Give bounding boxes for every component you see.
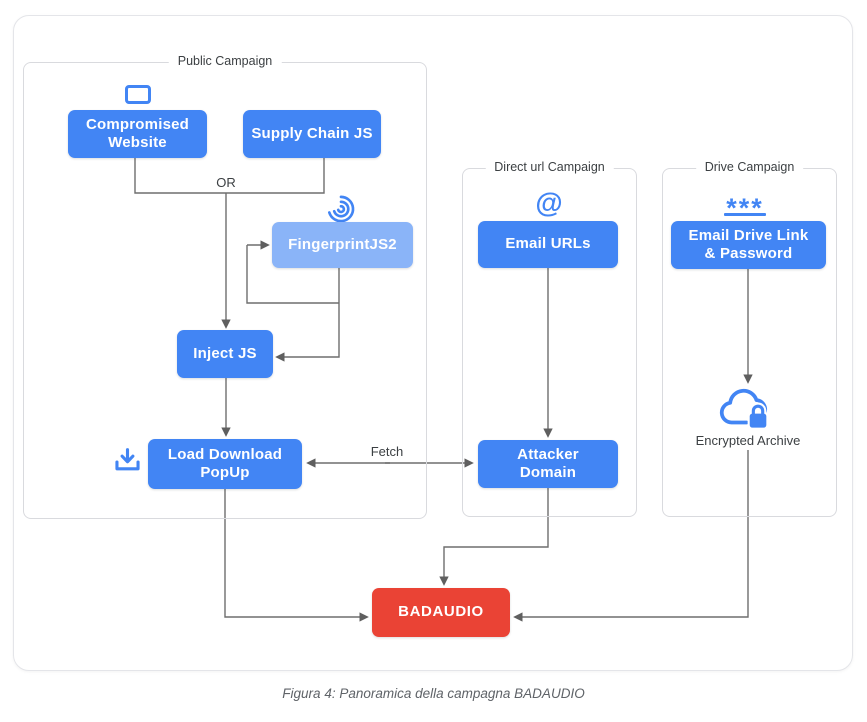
group-public-campaign: Public Campaign: [23, 54, 427, 519]
password-asterisks-glyphs: ***: [726, 193, 764, 212]
figure-caption: Figura 4: Panoramica della campagna BADA…: [282, 686, 585, 701]
node-email-drive-link: Email Drive Link & Password: [671, 221, 826, 269]
node-compromised-website: Compromised Website: [68, 110, 207, 158]
node-email-urls: Email URLs: [478, 221, 618, 268]
password-asterisks-icon: ***: [722, 193, 768, 217]
password-underline: [724, 213, 766, 217]
group-direct-url-campaign: Direct url Campaign: [462, 160, 637, 517]
node-fingerprintjs2: FingerprintJS2: [272, 222, 413, 268]
monitor-icon: [125, 85, 151, 104]
group-direct-url-campaign-label: Direct url Campaign: [485, 160, 614, 174]
or-junction-label: OR: [216, 175, 236, 190]
download-icon: [115, 448, 140, 471]
at-symbol-icon: @: [535, 187, 563, 218]
node-inject-js: Inject JS: [177, 330, 273, 378]
node-badaudio: BADAUDIO: [372, 588, 510, 637]
group-public-campaign-label: Public Campaign: [168, 54, 282, 68]
node-attacker-domain: Attacker Domain: [478, 440, 618, 488]
group-drive-campaign-label: Drive Campaign: [695, 160, 804, 174]
group-drive-campaign: Drive Campaign: [662, 160, 837, 517]
fetch-edge-label: Fetch: [370, 444, 404, 459]
node-supply-chain-js: Supply Chain JS: [243, 110, 381, 158]
lock-glyph: [747, 402, 769, 430]
cloud-lock-icon: [719, 388, 769, 430]
fingerprint-icon: [327, 195, 355, 223]
encrypted-archive-label: Encrypted Archive: [695, 433, 801, 448]
node-load-download-popup: Load Download PopUp: [148, 439, 302, 489]
